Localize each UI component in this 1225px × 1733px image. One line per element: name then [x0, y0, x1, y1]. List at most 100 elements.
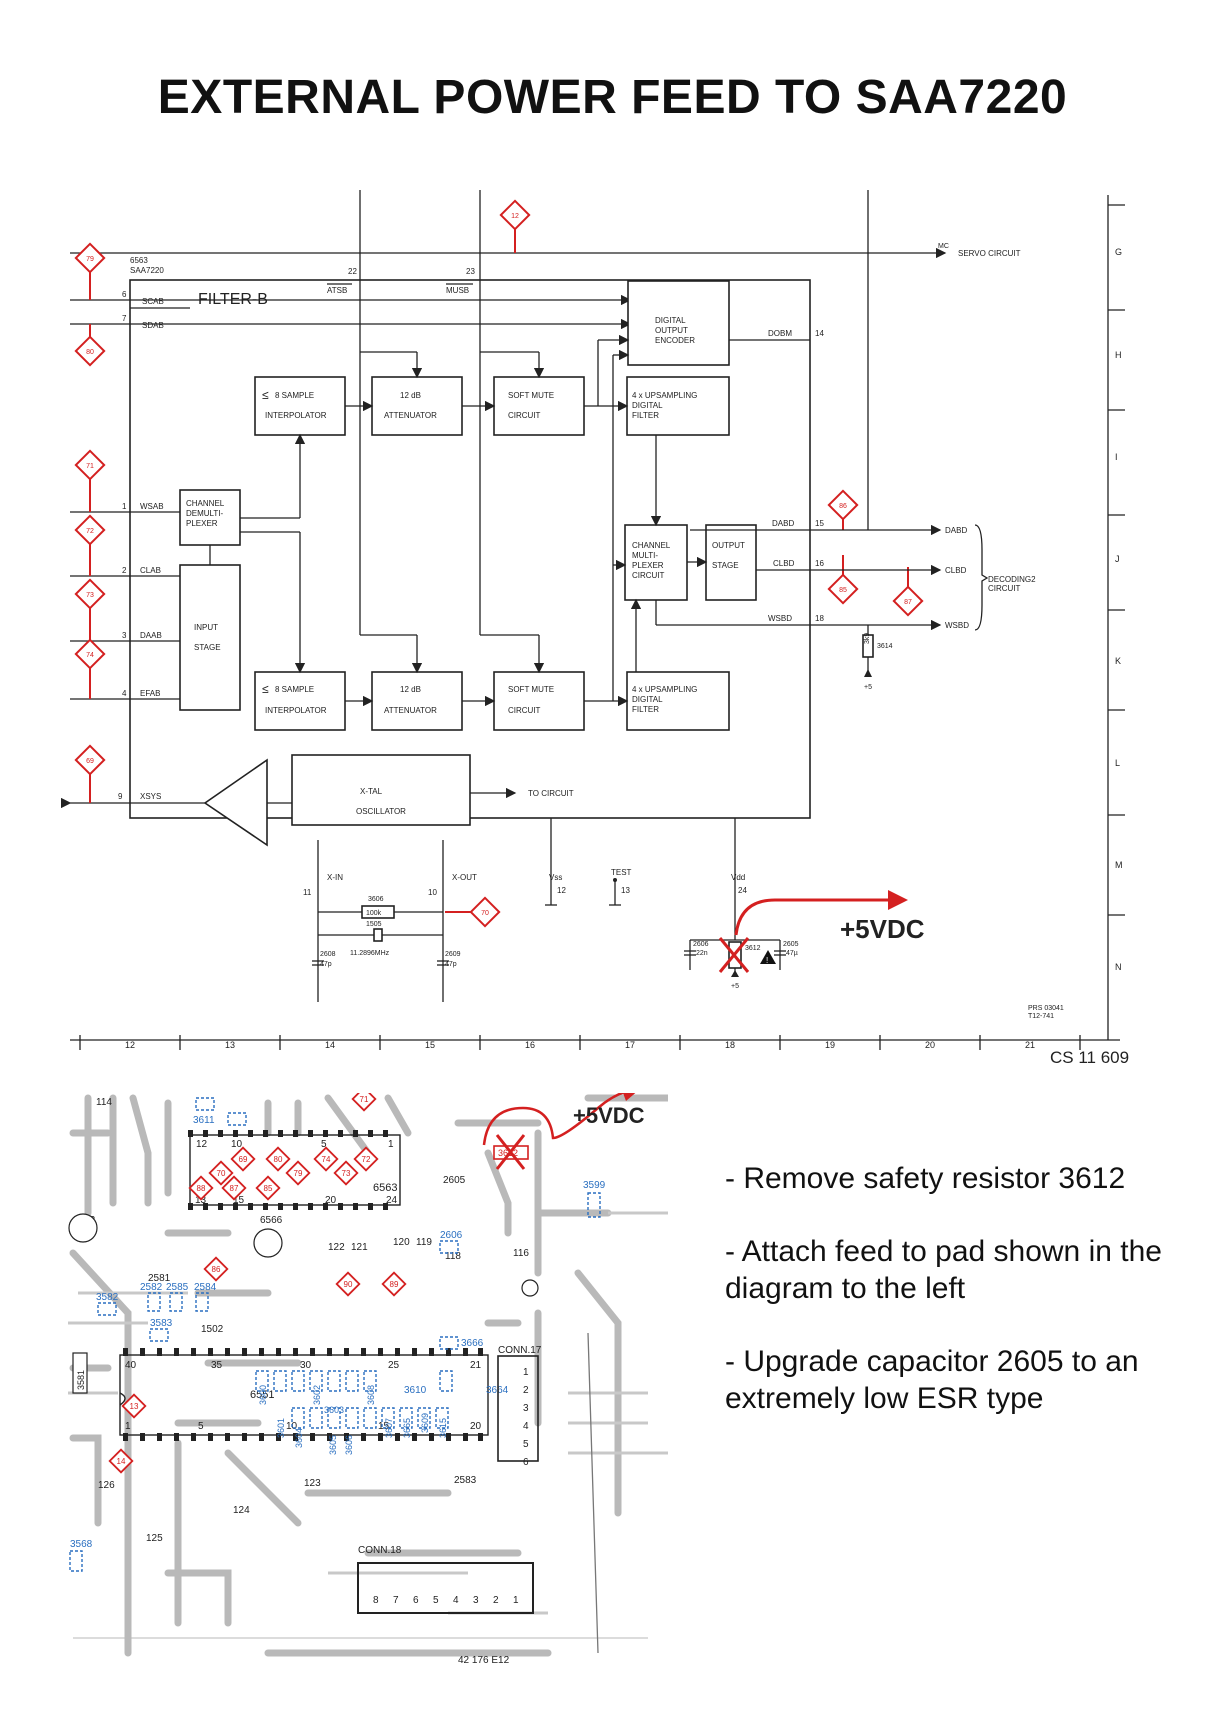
pcb-tp-90 — [335, 1271, 361, 1297]
col-16: 16 — [525, 1040, 535, 1050]
block-attenuator-bottom — [371, 671, 463, 731]
x1505-ref: 1505 — [366, 921, 382, 928]
ic6551-pin15: 15 — [378, 1421, 390, 1432]
tp-85 — [827, 555, 859, 605]
label-3665: 3610 — [404, 1385, 427, 1396]
c2606-ref: 2606 — [693, 941, 709, 948]
output-l1: OUTPUT — [712, 541, 745, 550]
page-title: EXTERNAL POWER FEED TO SAA7220 — [157, 71, 1068, 124]
tp-12-label: 12 — [511, 213, 519, 220]
label-3666: 3666 — [461, 1338, 484, 1349]
tp-79 — [74, 242, 106, 300]
row-j: J — [1115, 554, 1120, 564]
track-116: 116 — [513, 1248, 529, 1259]
mute-top-l1: SOFT MUTE — [508, 391, 554, 400]
c2608-ref: 2608 — [320, 951, 336, 958]
atten-top-l1: 12 dB — [400, 391, 421, 400]
conn-18 — [357, 1562, 534, 1614]
servo-label: SERVO CIRCUIT — [958, 249, 1021, 258]
ic6551-pin1: 1 — [125, 1421, 131, 1432]
label-3600: 3600 — [258, 1385, 268, 1405]
tp-69 — [74, 744, 106, 803]
tp-80-label: 80 — [86, 349, 94, 356]
ic6563-pin5: 5 — [321, 1139, 327, 1150]
svg-text:89: 89 — [390, 1280, 399, 1289]
label-3581: 3581 — [76, 1370, 86, 1390]
interp-top-l1: 8 SAMPLE — [275, 391, 314, 400]
col-19: 19 — [825, 1040, 835, 1050]
mute-top-l2: CIRCUIT — [508, 411, 541, 420]
track-125: 125 — [146, 1533, 163, 1544]
svg-text:70: 70 — [217, 1169, 226, 1178]
transistor-6562 — [68, 1213, 98, 1243]
block-input-stage — [179, 564, 241, 711]
pin-dabd: DABD — [772, 519, 794, 528]
interp-bot-l2: INTERPOLATOR — [265, 706, 327, 715]
label-conn18: CONN.18 — [358, 1545, 402, 1556]
pcb-tp-71 — [351, 1093, 377, 1112]
ic-ref: 6563 — [130, 256, 148, 265]
track-123: 123 — [304, 1478, 321, 1489]
ups-bot-l1: 4 x UPSAMPLING — [632, 685, 697, 694]
output-l2: STAGE — [712, 561, 739, 570]
pin-6-num: 6 — [122, 290, 127, 299]
pin-22-num: 22 — [348, 267, 357, 276]
block-interpolator-top — [254, 376, 346, 436]
warning-icon — [760, 950, 776, 964]
ups-top-l1: 4 x UPSAMPLING — [632, 391, 697, 400]
pin-12-num: 12 — [557, 886, 566, 895]
block-attenuator-top — [371, 376, 463, 436]
pin-11-num: 11 — [303, 888, 312, 897]
label-3605: 3605 — [328, 1435, 338, 1455]
label-2582: 2582 — [140, 1282, 163, 1293]
label-3604: 3604 — [294, 1428, 304, 1448]
test-pad-circle — [521, 1279, 539, 1297]
block-output-stage — [705, 524, 757, 601]
pin-vss: Vss — [549, 873, 562, 882]
pin-dobm: DOBM — [768, 329, 792, 338]
tp-86-label: 86 — [839, 503, 847, 510]
encoder-l2: OUTPUT — [655, 326, 688, 335]
pin-vdd: Vdd — [731, 873, 745, 882]
encoder-l3: ENCODER — [655, 336, 695, 345]
conn18-pin3: 3 — [473, 1595, 479, 1606]
svg-text:!: ! — [766, 956, 768, 965]
pcb-layout: 12 10 5 1 13 15 20 24 6563 40 35 30 25 2… — [68, 1093, 668, 1673]
pin-7-num: 7 — [122, 314, 127, 323]
track-126: 126 — [98, 1480, 115, 1491]
interp-bot-l1: 8 SAMPLE — [275, 685, 314, 694]
svg-text:86: 86 — [212, 1265, 221, 1274]
tp-69-label: 69 — [86, 758, 94, 765]
feed-arrow-pcb — [482, 1093, 626, 1146]
pcb-tp-79 — [285, 1160, 311, 1186]
pin-9-num: 9 — [118, 792, 123, 801]
label-3611: 3611 — [193, 1115, 215, 1126]
row-h: H — [1115, 350, 1122, 360]
xtal-l1: X-TAL — [360, 787, 383, 796]
resistor-3581 — [72, 1352, 88, 1394]
conn18-pin7: 7 — [393, 1595, 399, 1606]
col-20: 20 — [925, 1040, 935, 1050]
label-3582: 3582 — [96, 1292, 119, 1303]
out-dabd: DABD — [945, 526, 967, 535]
pin-4-num: 4 — [122, 689, 127, 698]
pin-24-num: 24 — [738, 886, 747, 895]
ups-top-l2: DIGITAL — [632, 401, 663, 410]
tp-12 — [499, 199, 531, 253]
r3614-value: 3k9 — [864, 633, 871, 644]
out-wsbd: WSBD — [945, 621, 969, 630]
pcb-tp-85 — [255, 1175, 281, 1201]
input-l1: INPUT — [194, 623, 218, 632]
mux-l2: MULTI- — [632, 551, 658, 560]
col-12: 12 — [125, 1040, 135, 1050]
note-upgrade-capacitor: - Upgrade capacitor 2605 to an extremely… — [725, 1345, 1139, 1415]
conn18-pin4: 4 — [453, 1595, 459, 1606]
conn18-pin8: 8 — [373, 1595, 379, 1606]
pcb-tp-74 — [313, 1146, 339, 1172]
mux-l1: CHANNEL — [632, 541, 671, 550]
col-15: 15 — [425, 1040, 435, 1050]
tp-86 — [827, 489, 859, 530]
resistor-3606 — [361, 905, 395, 919]
ic6551-pin30: 30 — [300, 1360, 312, 1371]
tp-72-label: 72 — [86, 528, 94, 535]
